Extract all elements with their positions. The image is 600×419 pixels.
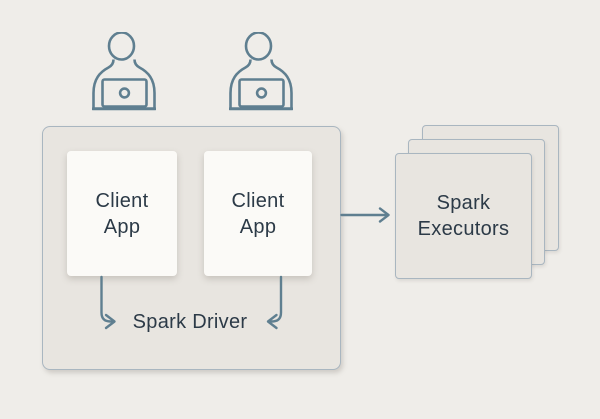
client-app-label: Client App [95, 189, 149, 238]
spark-executors-label: Spark Executors [417, 192, 510, 240]
client-app-node-left: Client App [67, 151, 177, 276]
client-app-node-right: Client App [204, 151, 312, 276]
person-at-laptop-icon [92, 32, 156, 111]
client-app-label: Client App [231, 189, 285, 238]
driver-to-executors-arrow [340, 207, 390, 223]
person-at-laptop-icon [229, 32, 293, 111]
spark-executor-node-front: Spark Executors [395, 153, 532, 279]
spark-driver-label: Spark Driver [132, 311, 248, 333]
